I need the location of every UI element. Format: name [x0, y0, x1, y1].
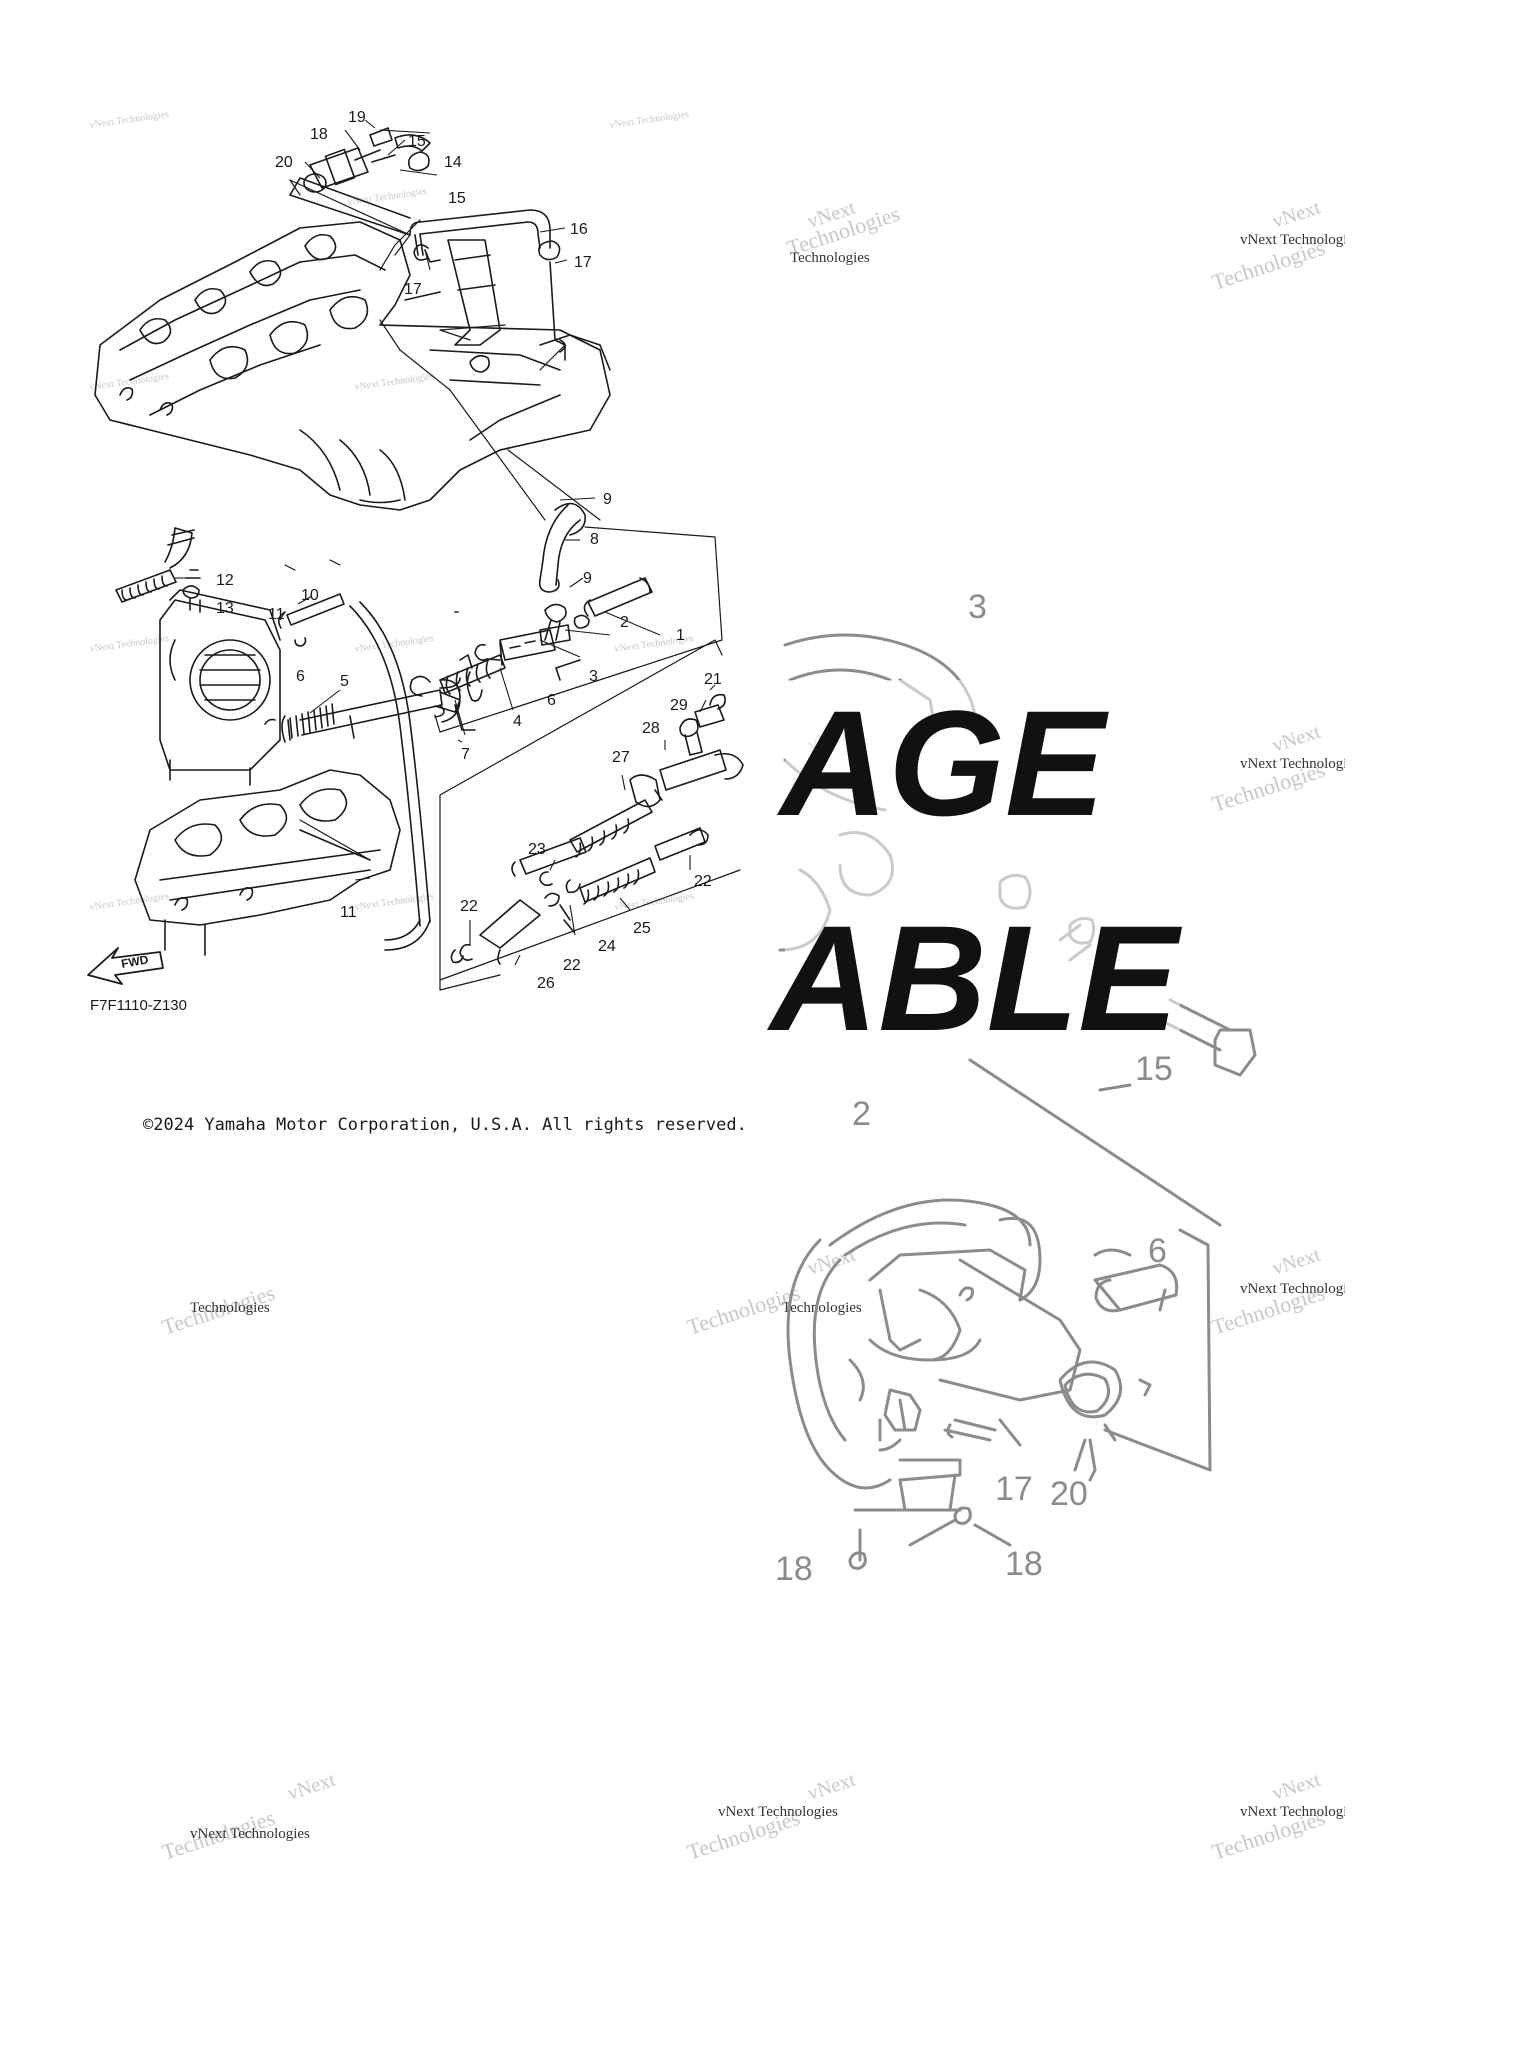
callout-number: 28	[642, 720, 660, 737]
callout-number: 17	[574, 254, 592, 271]
watermark: vNext Technologies	[354, 633, 435, 655]
watermark: vNext Technologies	[1240, 232, 1360, 248]
watermark: vNext Technologies	[89, 109, 170, 131]
callout-number: 23	[528, 841, 546, 858]
callout-number: 7	[461, 746, 470, 763]
callout-number: 9	[603, 491, 612, 508]
callout-numbers: 1 2 3 4 5 6 6 7 8 9 9 10 11 11 12 13 14 …	[216, 109, 722, 992]
callout-number: 14	[444, 154, 462, 171]
callout-number: 22	[460, 898, 478, 915]
placeholder-callout: 18	[1005, 1545, 1043, 1583]
placeholder-callout: 3	[968, 588, 987, 626]
callout-leaders	[175, 119, 716, 966]
callout-number: 24	[598, 938, 616, 955]
lower-block-drawing	[134, 769, 401, 956]
watermark: vNext	[1270, 721, 1324, 757]
callout-number: 15	[448, 190, 466, 207]
callout-number: 20	[275, 154, 293, 171]
callout-number: 15	[408, 133, 426, 150]
drain-assembly-drawing	[450, 693, 744, 965]
watermark: vNext Technologies	[89, 633, 170, 655]
watermark: vNext Technologies	[354, 371, 435, 393]
watermark: vNext	[805, 1769, 859, 1805]
right-margin	[1345, 0, 1536, 2048]
callout-number: 5	[340, 673, 349, 690]
callout-number: 22	[563, 957, 581, 974]
watermark: vNext Technologies	[718, 1804, 838, 1820]
unavailable-text-line1: AGE	[776, 679, 1109, 847]
callout-number: 19	[348, 109, 366, 126]
callout-number: 21	[704, 671, 722, 688]
callout-number: 29	[670, 697, 688, 714]
callout-number: 18	[310, 126, 328, 143]
fwd-arrow: FWD	[87, 947, 164, 985]
copyright-notice: ©2024 Yamaha Motor Corporation, U.S.A. A…	[143, 1115, 747, 1135]
placeholder-callout: 20	[1050, 1475, 1088, 1513]
callout-number: 16	[570, 221, 588, 238]
watermark: vNext	[1270, 1769, 1324, 1805]
placeholder-callout: 2	[852, 1095, 871, 1133]
placeholder-callouts: 3 15 2 6 17 20 18 18	[775, 588, 1173, 1588]
watermark: vNext Technologies	[1240, 756, 1360, 772]
callout-number: 17	[404, 281, 422, 298]
placeholder-callout: 6	[1148, 1232, 1167, 1270]
watermark: vNext Technologies	[609, 109, 690, 131]
callout-number: 12	[216, 572, 234, 589]
placeholder-callout: 17	[995, 1470, 1033, 1508]
intake-hose-drawing	[281, 654, 483, 743]
callout-number: 11	[340, 904, 357, 921]
callout-number: 27	[612, 749, 630, 766]
figure-code: F7F1110-Z130	[90, 997, 187, 1014]
callout-number: 6	[296, 668, 305, 685]
watermark: Technologies	[190, 1300, 270, 1316]
watermark: vNext	[1270, 197, 1324, 233]
placeholder-callout: 18	[775, 1550, 813, 1588]
watermark: Technologies	[790, 250, 870, 266]
callout-number: 4	[513, 713, 522, 730]
callout-number: 9	[583, 570, 592, 587]
watermark: vNext	[1270, 1244, 1324, 1280]
watermark: vNext Technologies	[1240, 1281, 1360, 1297]
callout-number: 6	[547, 692, 556, 709]
callout-number: 26	[537, 975, 555, 992]
unavailable-text-line2: ABLE	[766, 894, 1182, 1062]
watermark: vNext Technologies	[354, 891, 435, 913]
callout-number: 22	[694, 873, 712, 890]
watermark: vNext Technologies	[1240, 1804, 1360, 1820]
fwd-arrow-label: FWD	[120, 952, 150, 971]
leader-frame-lines	[284, 179, 741, 991]
callout-number: 8	[590, 531, 599, 548]
watermark: vNext	[285, 1769, 339, 1805]
watermark: Technologies	[782, 1300, 862, 1316]
callout-number: 11	[268, 606, 285, 623]
callout-number: 1	[676, 627, 685, 644]
watermark: vNext Technologies	[347, 186, 428, 208]
engine-head-drawing	[94, 221, 611, 511]
callout-number: 3	[589, 668, 598, 685]
callout-number: 2	[620, 614, 629, 631]
image-unavailable-overlay: AGE ABLE 3 15 2 6 17 20 18 18	[766, 588, 1257, 1588]
placeholder-callout: 15	[1135, 1050, 1173, 1088]
throttle-body-drawing	[115, 527, 431, 951]
watermark: vNext Technologies	[89, 891, 170, 913]
unavailable-mask	[785, 680, 1180, 1050]
callout-number: 25	[633, 920, 651, 937]
callout-number: 13	[216, 600, 234, 617]
watermark: vNext Technologies	[190, 1826, 310, 1842]
breather-assembly-drawing	[289, 127, 566, 361]
engine-diagram: FWD	[87, 127, 744, 991]
hose-assembly-drawing	[299, 502, 653, 736]
callout-number: 10	[301, 587, 319, 604]
watermark: vNext Technologies	[89, 371, 170, 393]
